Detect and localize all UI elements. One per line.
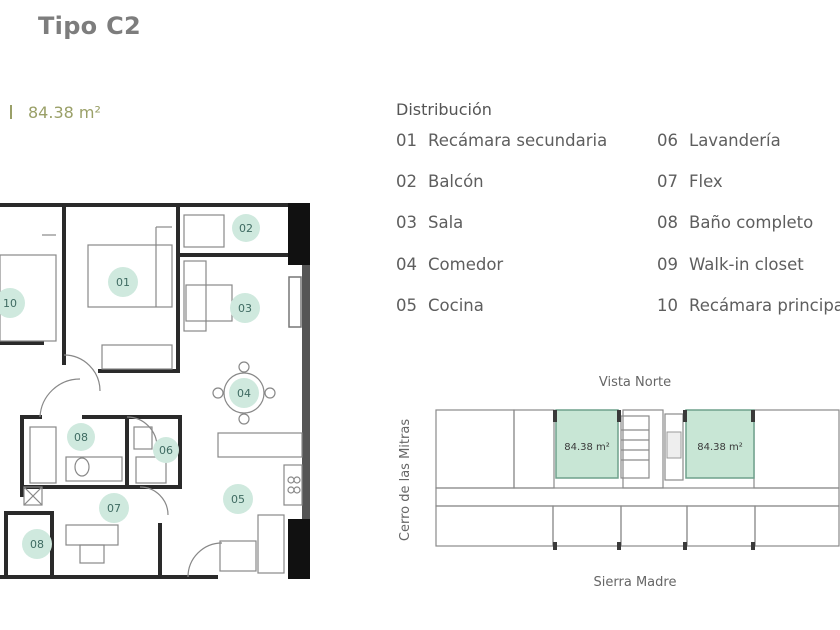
distribution-item-label: Balcón [428, 172, 484, 191]
distribution-item-label: Baño completo [689, 213, 814, 232]
distribution-item-label: Recámara principal [689, 296, 840, 315]
room-badge-label: 07 [107, 502, 121, 515]
distribution-item-number: 05 [396, 296, 417, 315]
room-badge-label: 10 [3, 297, 17, 310]
room-badge-label: 08 [30, 538, 44, 551]
room-badge-02 [232, 214, 260, 242]
room-badge-08 [67, 423, 95, 451]
distribution-item-number: 09 [657, 255, 678, 274]
unit-highlight-right [685, 409, 755, 479]
distribution-item: 01 Recámara secundaria [396, 131, 607, 150]
room-badge-05 [223, 484, 253, 514]
area-marker [0, 105, 12, 119]
room-badge-01 [108, 267, 138, 297]
distribution-item: 04 Comedor [396, 255, 503, 274]
unit-highlight-left [555, 409, 619, 479]
distribution-item: 05 Cocina [396, 296, 484, 315]
room-badge-08-b [22, 529, 52, 559]
distribution-item: 07 Flex [657, 172, 723, 191]
distribution-item-number: 08 [657, 213, 678, 232]
west-label: Cerro de las Mitras [398, 419, 413, 541]
room-badge-label: 05 [231, 493, 245, 506]
distribution-item-label: Walk-in closet [689, 255, 804, 274]
room-badge-04 [229, 378, 259, 408]
room-badge-label: 03 [238, 302, 252, 315]
room-badge-label: 04 [237, 387, 251, 400]
distribution-item-number: 06 [657, 131, 678, 150]
room-badge-label: 08 [74, 431, 88, 444]
distribution-item-number: 03 [396, 213, 417, 232]
room-badge-10 [0, 288, 25, 318]
room-badge-label: 06 [159, 444, 173, 457]
distribution-item-number: 04 [396, 255, 417, 274]
distribution-item-label: Cocina [428, 296, 484, 315]
room-badge-label: 01 [116, 276, 130, 289]
distribution-item-number: 07 [657, 172, 678, 191]
floor-plan: 10 01 02 03 04 08 06 07 05 08 [0, 203, 310, 579]
distribution-item-label: Flex [689, 172, 723, 191]
distribution-item-label: Sala [428, 213, 464, 232]
unit-area: 84.38 m² [28, 103, 101, 122]
distribution-title: Distribución [396, 100, 492, 119]
distribution-item: 03 Sala [396, 213, 463, 232]
unit-left-area: 84.38 m² [564, 442, 610, 453]
distribution-item-number: 10 [657, 296, 678, 315]
distribution-item: 10 Recámara principal [657, 296, 840, 315]
distribution-item-label: Recámara secundaria [428, 131, 608, 150]
distribution-item-number: 01 [396, 131, 417, 150]
distribution-item-label: Lavandería [689, 131, 781, 150]
room-badge-label: 02 [239, 222, 253, 235]
north-label: Vista Norte [599, 375, 671, 390]
unit-right-area: 84.38 m² [697, 442, 743, 453]
room-badge-06 [153, 437, 179, 463]
distribution-item: 02 Balcón [396, 172, 484, 191]
distribution-item: 08 Baño completo [657, 213, 813, 232]
distribution-item-number: 02 [396, 172, 417, 191]
page-title: Tipo C2 [38, 12, 142, 40]
site-plan: Vista Norte Sierra Madre Cerro de las Mi… [398, 375, 840, 590]
distribution-item-label: Comedor [428, 255, 504, 274]
south-label: Sierra Madre [594, 575, 677, 590]
distribution-item: 06 Lavandería [657, 131, 781, 150]
distribution-item: 09 Walk-in closet [657, 255, 804, 274]
room-badge-03 [230, 293, 260, 323]
room-badge-07 [99, 493, 129, 523]
